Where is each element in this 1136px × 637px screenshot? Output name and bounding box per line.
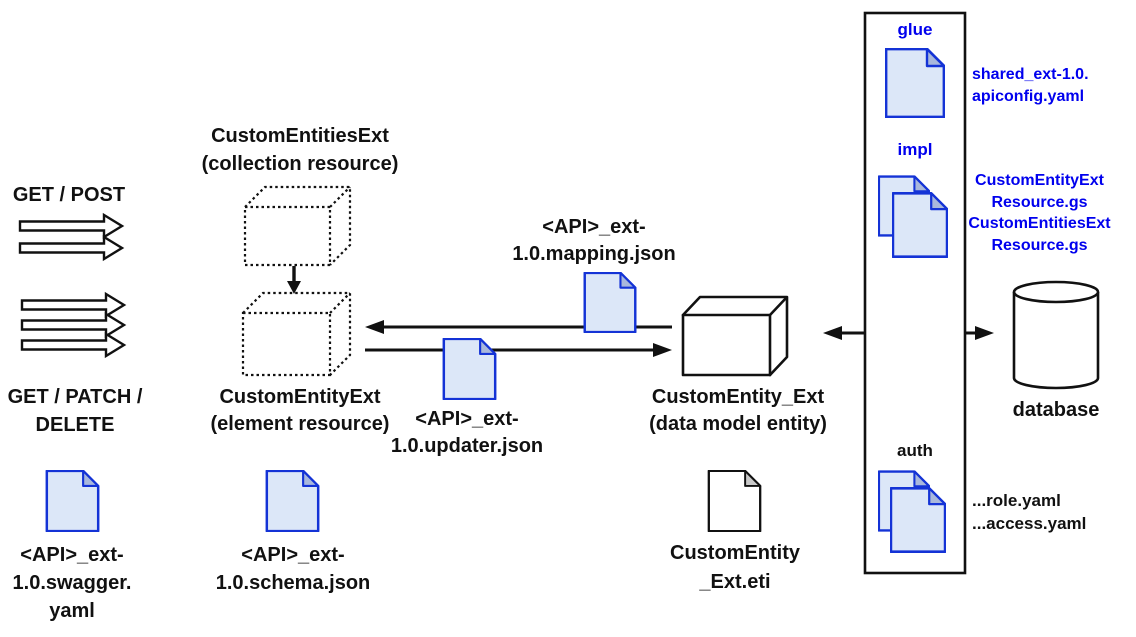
element-resource-name: CustomEntityExt xyxy=(219,386,381,408)
collection-resource-name: CustomEntitiesExt xyxy=(211,125,389,147)
document-icon xyxy=(45,470,100,532)
mapping-file-label: <API>_ext- 1.0.mapping.json xyxy=(504,214,684,268)
impl-file-line: Resource.gs xyxy=(991,193,1088,211)
swagger-file-label: <API>_ext- 1.0.swagger. yaml xyxy=(0,541,152,625)
glue-file-line: shared_ext-1.0. xyxy=(972,66,1089,83)
impl-file-line: CustomEntitiesExt xyxy=(968,215,1111,232)
swagger-file-line: yaml xyxy=(49,600,95,622)
impl-files-label: CustomEntityExt Resource.gs CustomEntiti… xyxy=(957,170,1122,256)
document-icon xyxy=(265,470,320,532)
collection-resource-subtitle: (collection resource) xyxy=(201,153,399,175)
eti-file-line: _Ext.eti xyxy=(699,571,771,593)
http-get-post-arrows-icon xyxy=(18,212,125,262)
http-get-patch-delete-arrows-icon xyxy=(20,291,127,359)
database-label: database xyxy=(1012,399,1100,421)
eti-file-line: CustomEntity xyxy=(670,542,800,564)
data-model-name: CustomEntity_Ext xyxy=(651,386,825,408)
collection-resource-cube-icon xyxy=(243,185,352,267)
mapping-file-line: 1.0.mapping.json xyxy=(512,243,676,265)
document-icon xyxy=(442,338,497,400)
panel-section-auth-label: auth xyxy=(897,441,933,460)
panel-to-database-arrow-icon xyxy=(965,326,994,340)
eti-file-label: CustomEntity _Ext.eti xyxy=(655,539,815,597)
updater-flow-arrow-icon xyxy=(365,343,672,357)
get-patch-delete-label: GET / PATCH / DELETE xyxy=(7,386,143,436)
updater-file-label: <API>_ext- 1.0.updater.json xyxy=(377,406,557,460)
schema-file-label: <API>_ext- 1.0.schema.json xyxy=(213,541,373,597)
document-icon xyxy=(892,191,948,259)
panel-section-impl-label: impl xyxy=(897,140,933,159)
updater-file-line: <API>_ext- xyxy=(415,408,519,430)
data-model-title: CustomEntity_Ext (data model entity) xyxy=(633,384,843,438)
swagger-file-line: 1.0.swagger. xyxy=(12,572,132,594)
auth-file-line: ...role.yaml xyxy=(972,491,1061,510)
data-model-subtitle: (data model entity) xyxy=(649,413,827,435)
database-cylinder-icon xyxy=(1012,280,1100,390)
data-model-cube-icon xyxy=(681,295,789,377)
element-resource-cube-icon xyxy=(241,291,352,377)
schema-file-line: <API>_ext- xyxy=(241,544,345,566)
collection-to-element-arrow-icon xyxy=(287,266,301,294)
element-resource-subtitle: (element resource) xyxy=(210,413,390,435)
document-icon xyxy=(583,272,637,333)
impl-file-line: CustomEntityExt xyxy=(975,172,1104,189)
mapping-file-line: <API>_ext- xyxy=(542,216,646,238)
element-resource-title: CustomEntityExt (element resource) xyxy=(195,384,405,438)
updater-file-line: 1.0.updater.json xyxy=(390,435,544,457)
impl-file-line: Resource.gs xyxy=(991,236,1088,254)
glue-file-line: apiconfig.yaml xyxy=(972,88,1085,105)
glue-files-label: shared_ext-1.0. apiconfig.yaml xyxy=(972,64,1089,108)
document-icon xyxy=(890,486,946,554)
schema-file-line: 1.0.schema.json xyxy=(215,572,371,594)
document-icon xyxy=(885,48,945,118)
panel-to-datamodel-arrow-icon xyxy=(823,326,865,340)
document-outline-icon xyxy=(707,470,762,532)
swagger-file-line: <API>_ext- xyxy=(20,544,124,566)
collection-resource-title: CustomEntitiesExt (collection resource) xyxy=(195,122,405,178)
panel-section-glue-label: glue xyxy=(897,20,933,39)
get-post-label: GET / POST xyxy=(12,184,126,206)
auth-files-label: ...role.yaml ...access.yaml xyxy=(972,489,1086,535)
auth-file-line: ...access.yaml xyxy=(972,514,1087,533)
